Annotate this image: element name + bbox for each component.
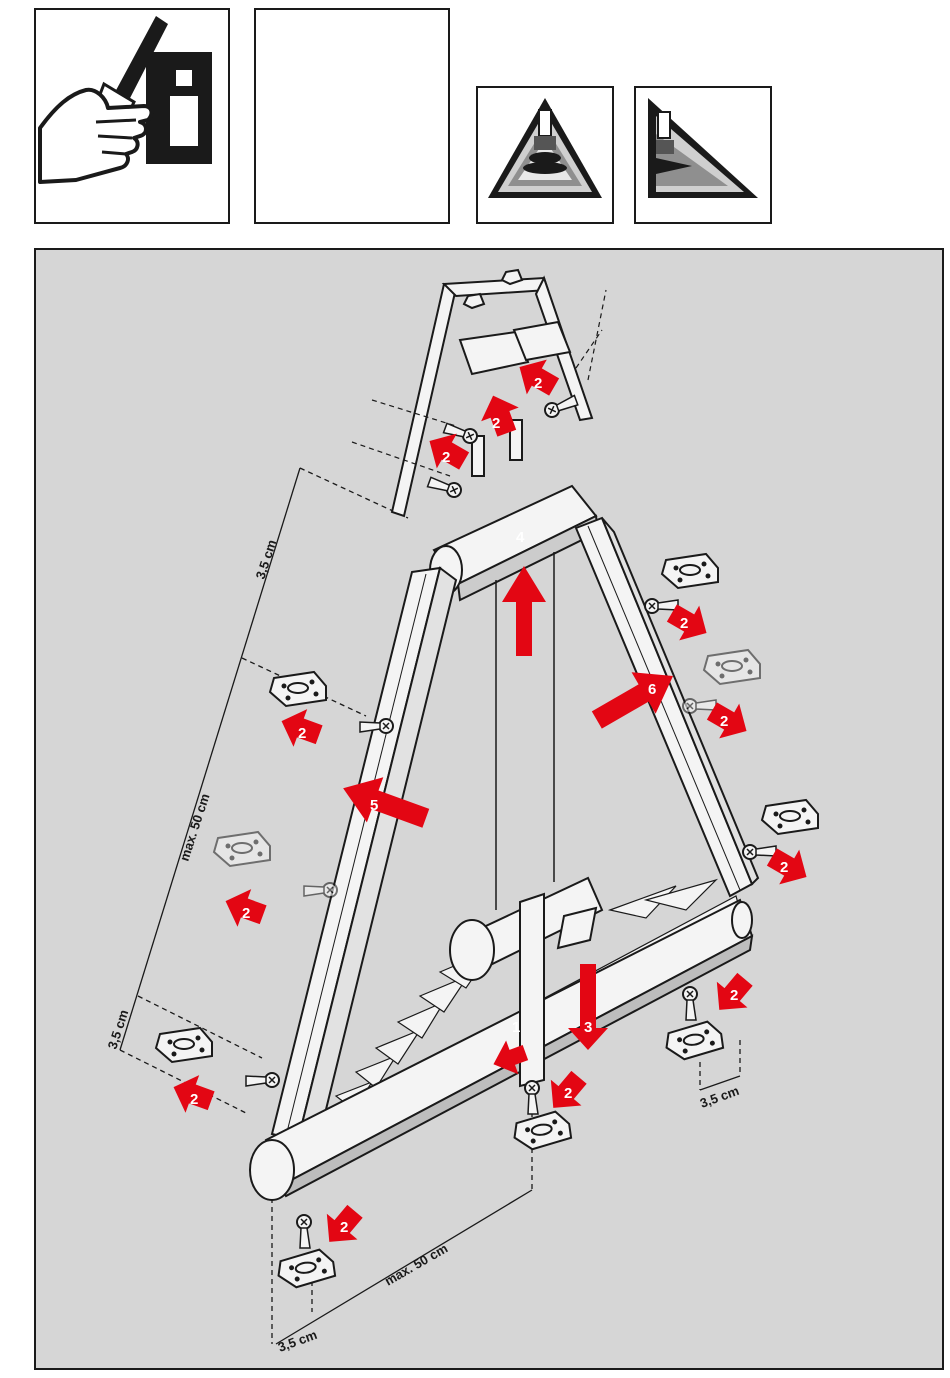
step-label-2-b: 2 xyxy=(242,905,250,922)
triangle-tensioner-icon xyxy=(478,88,612,222)
dim-left-middle: max. 50 cm xyxy=(177,792,213,863)
step-label-2-f: 2 xyxy=(780,859,788,876)
assembly-diagram: 4 5 6 1 3 2 2 2 2 2 2 2 2 2 2 2 2 3,5 cm… xyxy=(34,248,944,1370)
triangle-panel-a xyxy=(476,86,614,224)
step-label-2-i: 2 xyxy=(534,375,542,392)
step-label-2-h: 2 xyxy=(492,415,500,432)
assembly-drawing: 4 5 6 1 3 2 2 2 2 2 2 2 2 2 2 2 2 3,5 cm… xyxy=(36,250,942,1368)
step-label-4: 4 xyxy=(516,529,525,546)
dim-bottom-right: 3,5 cm xyxy=(698,1083,741,1111)
step-arrow-4 xyxy=(502,566,546,656)
step-label-2-g: 2 xyxy=(442,449,450,466)
dim-left-bottom: 3,5 cm xyxy=(105,1008,132,1051)
step-label-2-d: 2 xyxy=(680,615,688,632)
step-label-6: 6 xyxy=(648,681,656,698)
left-profile xyxy=(272,568,456,1142)
step-label-2-e: 2 xyxy=(720,713,728,730)
step-label-3: 3 xyxy=(584,1019,592,1036)
triangle-panel-b xyxy=(634,86,772,224)
screwdriver-info-icon xyxy=(36,10,228,222)
dim-left-top: 3,5 cm xyxy=(253,538,280,581)
info-panel xyxy=(34,8,230,224)
step-label-2-k: 2 xyxy=(564,1085,572,1102)
dim-bottom-middle: max. 50 cm xyxy=(382,1241,450,1289)
top-bracket xyxy=(352,270,606,516)
blank-panel xyxy=(254,8,450,224)
step-label-5: 5 xyxy=(370,797,378,814)
right-triangle-tensioner-icon xyxy=(636,88,770,222)
step-label-2-a: 2 xyxy=(298,725,306,742)
step-label-2-j: 2 xyxy=(730,987,738,1004)
step-label-1: 1 xyxy=(512,1019,520,1036)
step-label-2-c: 2 xyxy=(190,1091,198,1108)
step-label-2-l: 2 xyxy=(340,1219,348,1236)
